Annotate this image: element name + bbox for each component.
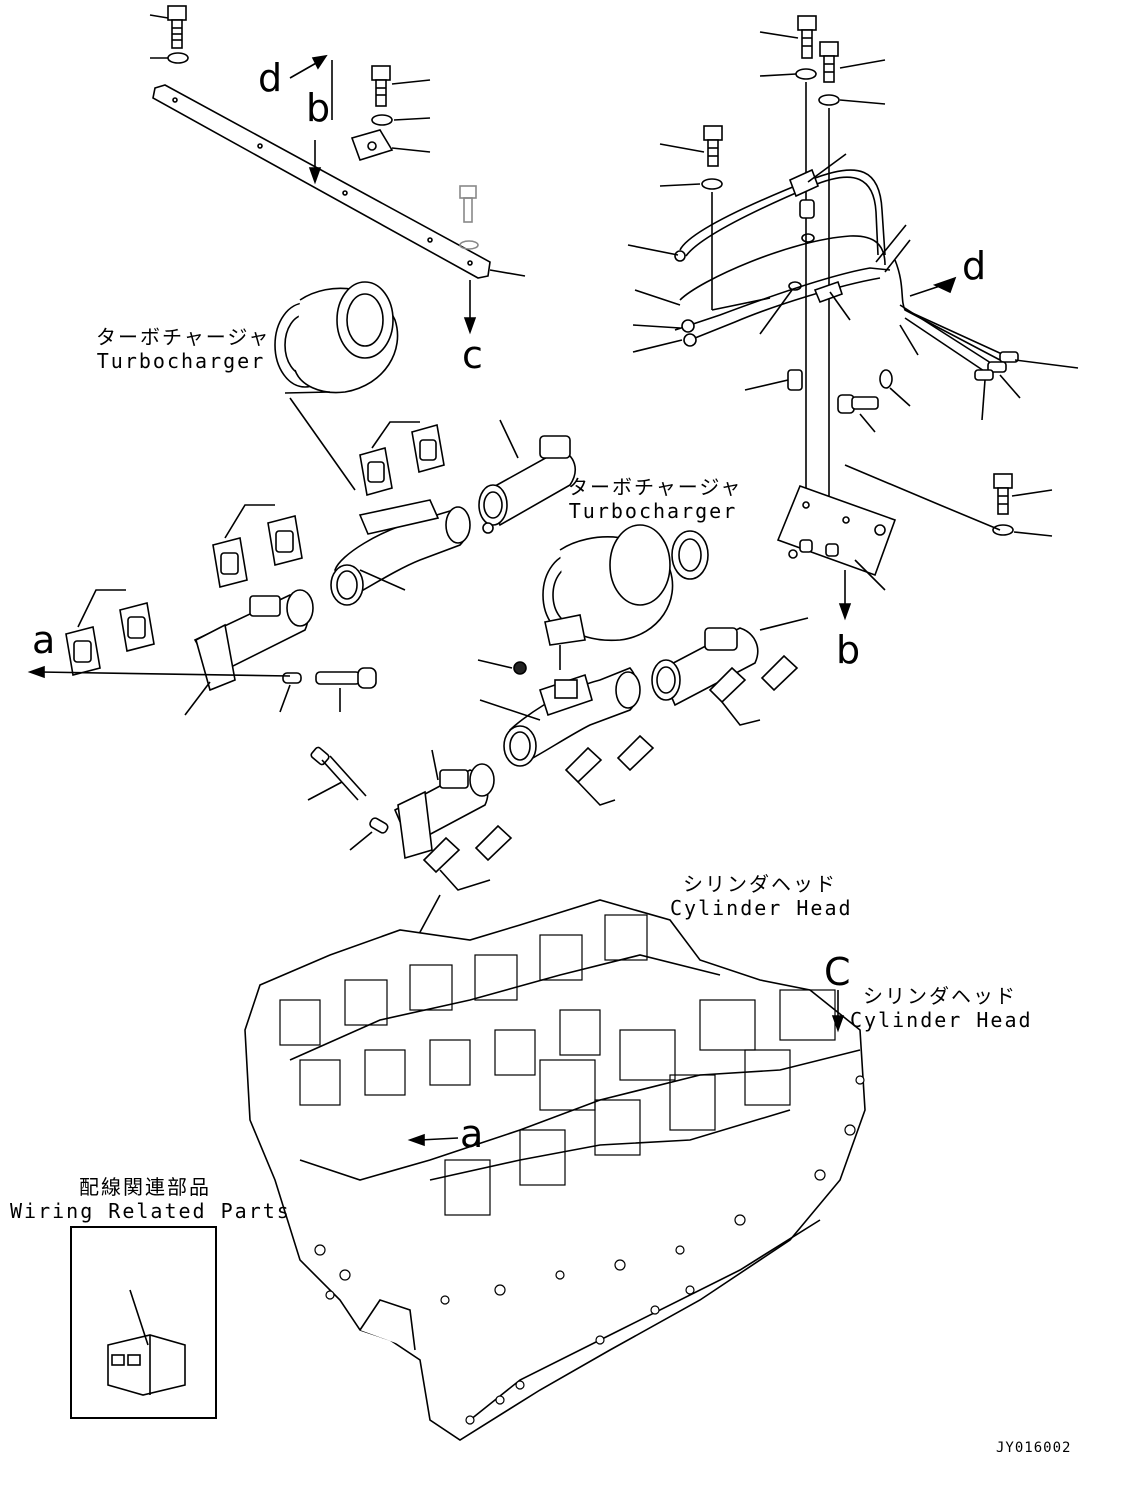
turbocharger-upper-label-jp: ターボチャージャ <box>96 325 271 349</box>
bolt-far-right <box>992 473 1053 537</box>
exhaust-manifold-right-lower <box>651 617 809 707</box>
ref-letter-d-left: d <box>258 56 283 100</box>
cylinder-head-label-2-en: Cylinder Head <box>850 1008 1033 1032</box>
turbocharger-middle-label-en: Turbocharger <box>568 499 738 523</box>
wiring-parts-inset-box <box>70 1226 217 1419</box>
wiring-related-parts-label-jp: 配線関連部品 <box>79 1175 211 1199</box>
engine-block <box>244 899 866 1441</box>
ref-letter-c-top: c <box>462 333 483 377</box>
exhaust-manifold-center-lower <box>479 667 641 767</box>
cylinder-head-label-1-en: Cylinder Head <box>670 896 853 920</box>
nut <box>513 661 527 675</box>
small-bracket <box>350 129 431 161</box>
gaskets-left <box>65 504 303 676</box>
ref-letter-b-left: b <box>306 86 331 130</box>
ref-letter-a-engine: a <box>460 1112 484 1156</box>
exhaust-manifold-left <box>184 589 314 716</box>
washer-bracket <box>371 114 393 126</box>
bolts-top-right <box>659 15 886 540</box>
turbocharger-upper <box>274 281 399 491</box>
ref-letter-d-right: d <box>962 244 987 288</box>
bolt-bracket <box>371 65 431 107</box>
ref-letter-a-left: a <box>32 618 56 662</box>
bolt-ghost <box>459 185 479 250</box>
washer-top-left <box>167 52 189 64</box>
turbocharger-upper-label-en: Turbocharger <box>96 349 266 373</box>
cylinder-head-label-1-jp: シリンダヘッド <box>683 872 837 896</box>
wiring-harness <box>627 153 1079 421</box>
exhaust-manifold-lower-left <box>393 749 513 961</box>
turbocharger-middle <box>542 524 709 670</box>
ref-letter-b-right: b <box>836 628 861 672</box>
spacer-and-bolt-right <box>744 369 911 433</box>
wiring-related-parts-label-en: Wiring Related Parts <box>10 1199 291 1223</box>
upper-bracket-bar <box>152 84 491 279</box>
pin-and-bolt-left <box>27 665 377 713</box>
bolt-lower-left <box>307 746 389 851</box>
exhaust-manifold-center-upper <box>330 499 471 606</box>
cylinder-head-label-2-jp: シリンダヘッド <box>863 984 1017 1008</box>
mounting-plate <box>776 464 1001 621</box>
bolt-top-left <box>149 5 187 49</box>
gaskets-right-lower <box>564 654 799 806</box>
ref-letter-c-engine: C <box>824 950 851 994</box>
turbocharger-middle-label-jp: ターボチャージャ <box>568 475 743 499</box>
gaskets-upper <box>359 421 445 497</box>
drawing-id: JY016002 <box>996 1440 1072 1456</box>
connector-part <box>107 1289 186 1396</box>
exhaust-manifold-right-upper <box>478 419 576 534</box>
